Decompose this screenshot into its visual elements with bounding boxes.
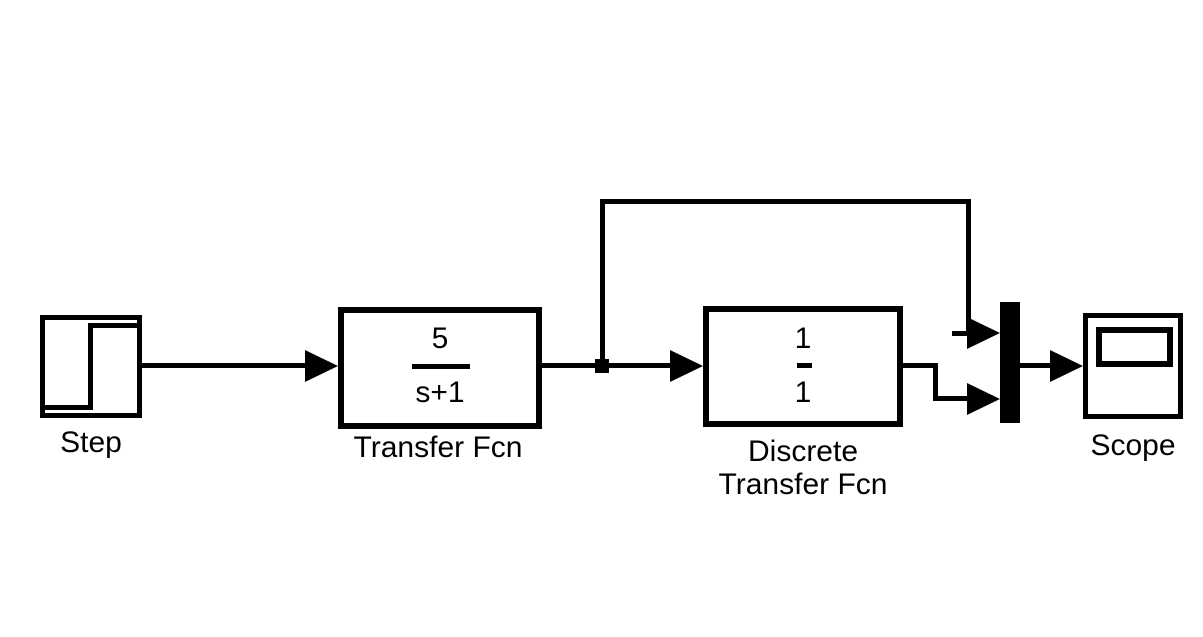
wire-step-to-transfer-fcn[interactable]: [142, 363, 307, 368]
wire-branch-top-horizontal[interactable]: [600, 199, 971, 204]
label-line-1: Discrete: [747, 435, 859, 468]
block-discrete-transfer-fcn-label[interactable]: Discrete Transfer Fcn: [719, 435, 888, 501]
block-scope[interactable]: [1083, 313, 1183, 419]
block-mux[interactable]: [1000, 302, 1020, 423]
wire-into-mux-input-2[interactable]: [933, 396, 975, 401]
block-transfer-fcn-label[interactable]: Transfer Fcn: [353, 431, 523, 464]
wire-discrete-out-vertical[interactable]: [933, 363, 938, 401]
arrowhead-into-mux-input-1[interactable]: [967, 317, 1000, 349]
wire-branch-vertical-down[interactable]: [966, 199, 971, 335]
arrowhead-into-scope[interactable]: [1050, 350, 1083, 382]
block-transfer-fcn[interactable]: 5 s+1: [338, 307, 542, 429]
transfer-fcn-numerator: 5: [431, 322, 449, 355]
block-step-label[interactable]: Step: [60, 426, 122, 459]
discrete-transfer-fcn-denominator: 1: [794, 376, 812, 409]
block-discrete-transfer-fcn[interactable]: 1 1: [703, 306, 903, 427]
arrowhead-into-mux-input-2[interactable]: [967, 383, 1000, 415]
wire-branch-vertical-up[interactable]: [600, 199, 605, 368]
arrowhead-into-discrete-transfer-fcn[interactable]: [670, 350, 703, 382]
wire-discrete-out-horizontal[interactable]: [900, 363, 938, 368]
scope-screen-icon: [1096, 327, 1173, 367]
label-line-2: Transfer Fcn: [718, 468, 888, 501]
discrete-transfer-fcn-numerator: 1: [794, 322, 812, 355]
transfer-fcn-denominator: s+1: [415, 376, 465, 409]
block-step[interactable]: [40, 315, 142, 418]
block-scope-label[interactable]: Scope: [1090, 429, 1176, 462]
fraction-bar: [412, 364, 470, 369]
arrowhead-into-transfer-fcn[interactable]: [305, 350, 338, 382]
step-signal-icon: [45, 323, 137, 410]
wire-mux-to-scope[interactable]: [1020, 363, 1054, 368]
fraction-bar: [797, 363, 812, 368]
wire-into-mux-input-1[interactable]: [952, 331, 980, 336]
